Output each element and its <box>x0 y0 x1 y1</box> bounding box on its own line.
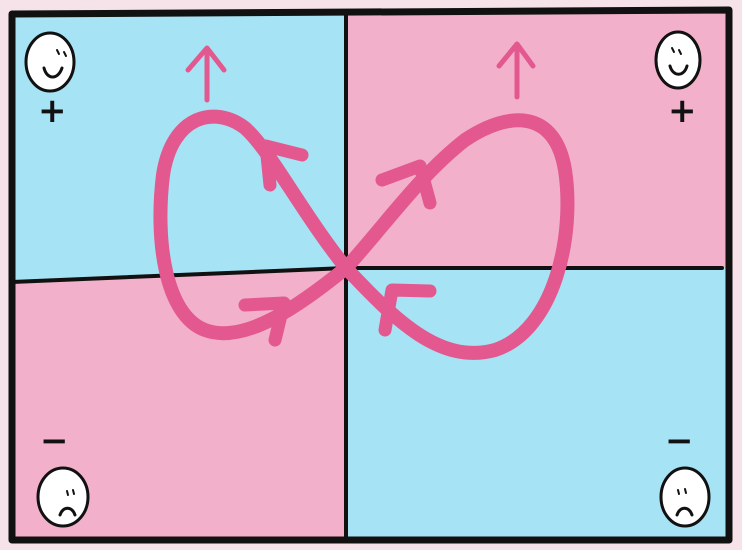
sad-face-icon <box>661 468 709 526</box>
face-outline <box>26 33 74 91</box>
face-outline <box>661 468 709 526</box>
minus-label-left: − <box>40 421 69 461</box>
plus-label-right: + <box>668 91 697 131</box>
face-outline <box>656 32 700 88</box>
smiling-face-icon <box>26 33 74 91</box>
plus-label-left: + <box>38 91 67 131</box>
sad-face-icon <box>38 468 88 526</box>
minus-label-right: − <box>665 421 694 461</box>
smiling-face-icon <box>656 32 700 88</box>
face-outline <box>38 468 88 526</box>
